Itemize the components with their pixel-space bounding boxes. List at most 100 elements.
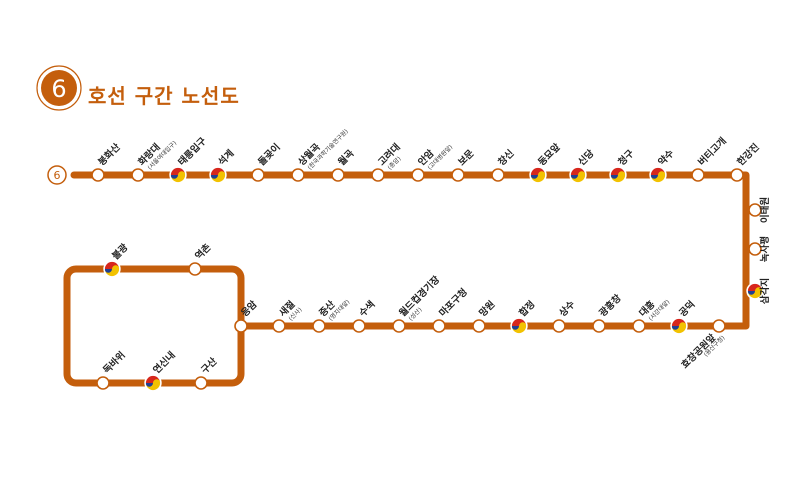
station-jeungsan[interactable] bbox=[312, 319, 326, 333]
transfer-icon-outline bbox=[747, 283, 763, 299]
station-label-hapjeong: 합정 bbox=[517, 298, 538, 319]
station-dot bbox=[352, 319, 366, 333]
station-koreauniv[interactable] bbox=[371, 168, 385, 182]
station-hangangjin[interactable] bbox=[730, 168, 744, 182]
transfer-icon-swirl bbox=[671, 322, 687, 334]
station-saejeol[interactable] bbox=[272, 319, 286, 333]
station-susaek[interactable] bbox=[352, 319, 366, 333]
station-dolgoji[interactable] bbox=[251, 168, 265, 182]
station-label-yeokchon: 역촌 bbox=[193, 241, 214, 262]
station-dot bbox=[552, 319, 566, 333]
station-dot bbox=[234, 319, 248, 333]
station-dot bbox=[472, 319, 486, 333]
station-label-bomun: 보문 bbox=[456, 148, 476, 168]
transfer-icon-outline bbox=[610, 167, 626, 183]
station-dot bbox=[691, 168, 705, 182]
station-cheonggu[interactable] bbox=[609, 166, 627, 184]
route-main-line bbox=[70, 171, 750, 330]
station-dot bbox=[91, 168, 105, 182]
station-mangwon[interactable] bbox=[472, 319, 486, 333]
station-taereung[interactable] bbox=[169, 166, 187, 184]
station-label-taereung: 태릉입구 bbox=[176, 135, 209, 168]
station-dongmyo[interactable] bbox=[529, 166, 547, 184]
station-sangsu[interactable] bbox=[552, 319, 566, 333]
station-yeokchon[interactable] bbox=[188, 262, 202, 276]
station-label-dongmyo: 동묘앞 bbox=[536, 141, 563, 168]
station-label-sindang: 신당 bbox=[576, 147, 597, 168]
station-label-seokgye: 석계 bbox=[216, 147, 237, 168]
transfer-icon-swirl bbox=[747, 287, 763, 299]
station-mapogu[interactable] bbox=[432, 319, 446, 333]
station-label-yeonsinnae: 연신내 bbox=[151, 349, 178, 376]
transfer-icon-outline bbox=[145, 375, 161, 391]
station-dokbawi[interactable] bbox=[96, 376, 110, 390]
station-label-susaek: 수색 bbox=[357, 298, 378, 319]
station-label-samgakji: 삼각지 bbox=[759, 278, 771, 304]
station-samgakji[interactable] bbox=[746, 282, 764, 300]
station-dot bbox=[730, 168, 744, 182]
transfer-icon-outline bbox=[650, 167, 666, 183]
station-dot bbox=[592, 319, 606, 333]
line-badge-number: 6 bbox=[51, 75, 66, 103]
station-yeonsinnae[interactable] bbox=[144, 374, 162, 392]
station-daeheung[interactable] bbox=[632, 319, 646, 333]
transfer-icon-swirl bbox=[170, 171, 186, 183]
station-label-hangangjin: 한강진 bbox=[735, 141, 762, 168]
station-seokgye[interactable] bbox=[209, 166, 227, 184]
station-gusan[interactable] bbox=[194, 376, 208, 390]
transfer-icon-swirl bbox=[570, 171, 586, 183]
station-dot bbox=[272, 319, 286, 333]
station-sindang[interactable] bbox=[569, 166, 587, 184]
station-label-mangwon: 망원 bbox=[477, 298, 498, 319]
transfer-icon-outline bbox=[530, 167, 546, 183]
station-anam[interactable] bbox=[411, 168, 425, 182]
station-label-gongdeok: 공덕 bbox=[677, 298, 698, 319]
station-bomun[interactable] bbox=[451, 168, 465, 182]
line-badge bbox=[41, 70, 77, 106]
station-gwangheungchang[interactable] bbox=[592, 319, 606, 333]
transfer-icon-swirl bbox=[104, 265, 120, 277]
station-label-mapogu: 마포구청 bbox=[437, 286, 470, 319]
station-label-beotigogae: 버티고개 bbox=[696, 135, 729, 168]
transfer-icon-outline bbox=[104, 261, 120, 277]
station-beotigogae[interactable] bbox=[691, 168, 705, 182]
station-dot bbox=[371, 168, 385, 182]
station-hwarangdae[interactable] bbox=[131, 168, 145, 182]
station-sangwolgok[interactable] bbox=[291, 168, 305, 182]
station-label-dolgoji: 돌곶이 bbox=[256, 141, 283, 168]
transfer-icon-swirl bbox=[210, 171, 226, 183]
station-dot bbox=[188, 262, 202, 276]
station-dot bbox=[491, 168, 505, 182]
line-badge-ring bbox=[36, 65, 82, 111]
station-eungam[interactable] bbox=[234, 319, 248, 333]
transfer-icon-outline bbox=[210, 167, 226, 183]
page-title: 호선 구간 노선도 bbox=[88, 84, 240, 108]
station-bonghwasan[interactable] bbox=[91, 168, 105, 182]
station-bulgwang[interactable] bbox=[103, 260, 121, 278]
station-noksapyeong[interactable] bbox=[748, 242, 762, 256]
station-yaksu[interactable] bbox=[649, 166, 667, 184]
transfer-icon-swirl bbox=[610, 171, 626, 183]
station-hyochang[interactable] bbox=[712, 319, 726, 333]
station-dot bbox=[632, 319, 646, 333]
station-worldcup[interactable] bbox=[392, 319, 406, 333]
station-wolgok[interactable] bbox=[331, 168, 345, 182]
station-label-bulgwang: 불광 bbox=[110, 241, 131, 262]
station-dot bbox=[748, 203, 762, 217]
station-label-changsin: 창신 bbox=[496, 147, 517, 168]
station-label-bonghwasan: 봉화산 bbox=[96, 141, 123, 168]
station-dot bbox=[96, 376, 110, 390]
transfer-icon-outline bbox=[570, 167, 586, 183]
station-label-cheonggu: 청구 bbox=[616, 147, 637, 168]
station-itaewon[interactable] bbox=[748, 203, 762, 217]
station-dot bbox=[748, 242, 762, 256]
start-marker bbox=[47, 165, 67, 185]
station-dot bbox=[331, 168, 345, 182]
station-dot bbox=[251, 168, 265, 182]
station-gongdeok[interactable] bbox=[670, 317, 688, 335]
transfer-icon-outline bbox=[511, 318, 527, 334]
start-marker-number: 6 bbox=[54, 169, 61, 182]
station-hapjeong[interactable] bbox=[510, 317, 528, 335]
station-changsin[interactable] bbox=[491, 168, 505, 182]
